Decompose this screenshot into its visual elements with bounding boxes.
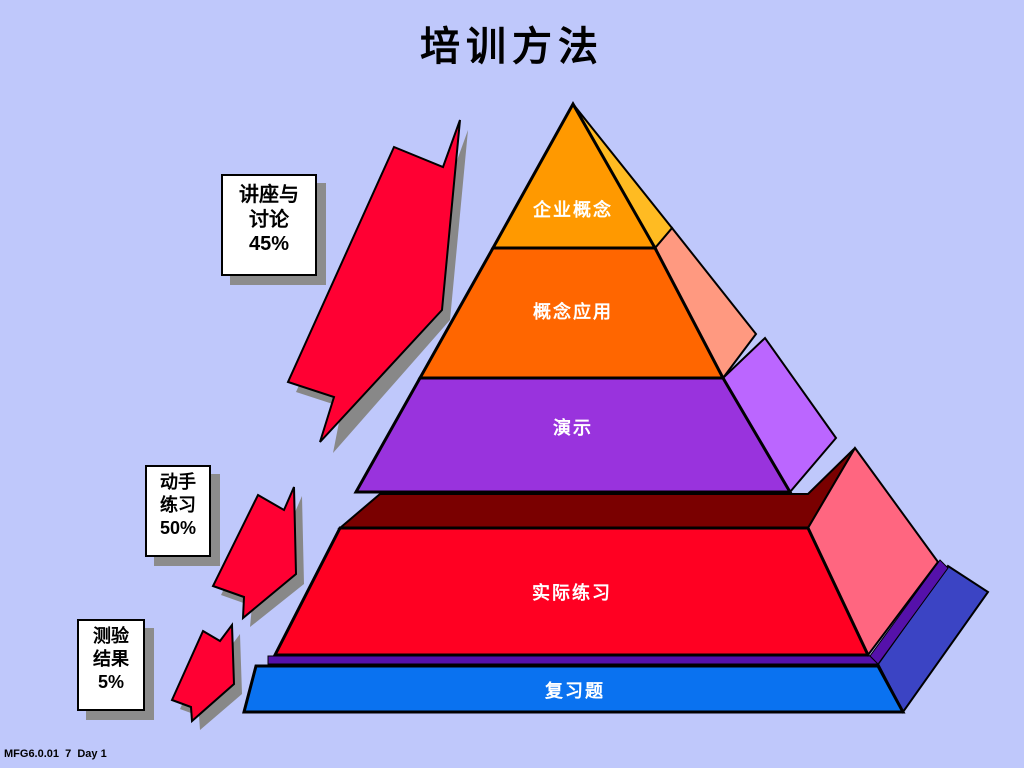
layer-label-demo: 演示 <box>553 417 593 439</box>
page-title: 培训方法 <box>420 23 604 70</box>
layer-label-application: 概念应用 <box>533 301 613 323</box>
method-box-quiz: 测验 结果 5% <box>77 619 145 711</box>
pyramid-layer-practice: 实际练习 <box>272 446 940 657</box>
method-percent: 50% <box>159 518 197 538</box>
method-label-line2: 练习 <box>160 494 196 516</box>
method-box-lecture: 讲座与 讨论 45% <box>221 174 317 276</box>
arrow-hands-on <box>211 486 304 627</box>
method-percent: 5% <box>97 672 124 692</box>
layer-label-concept: 企业概念 <box>532 199 613 221</box>
method-label-line1: 讲座与 <box>239 182 299 206</box>
pyramid-layer-application: 概念应用 <box>417 226 758 380</box>
pyramid-layer-concept: 企业概念 <box>490 100 674 250</box>
method-label-line1: 测验 <box>93 626 129 647</box>
method-label-line1: 动手 <box>160 472 196 493</box>
method-percent: 45% <box>248 233 290 255</box>
pyramid-layer-review: 复习题 <box>242 564 990 714</box>
arrow-lecture <box>286 119 468 453</box>
method-label-line2: 讨论 <box>249 207 289 231</box>
slide-footer: MFG6.0.01 7 Day 1 <box>4 748 107 760</box>
arrow-quiz <box>170 622 242 730</box>
method-label-line2: 结果 <box>93 648 129 670</box>
layer-label-practice: 实际练习 <box>532 582 612 604</box>
layer-label-review: 复习题 <box>544 680 605 702</box>
method-box-hands-on: 动手 练习 50% <box>145 465 211 557</box>
